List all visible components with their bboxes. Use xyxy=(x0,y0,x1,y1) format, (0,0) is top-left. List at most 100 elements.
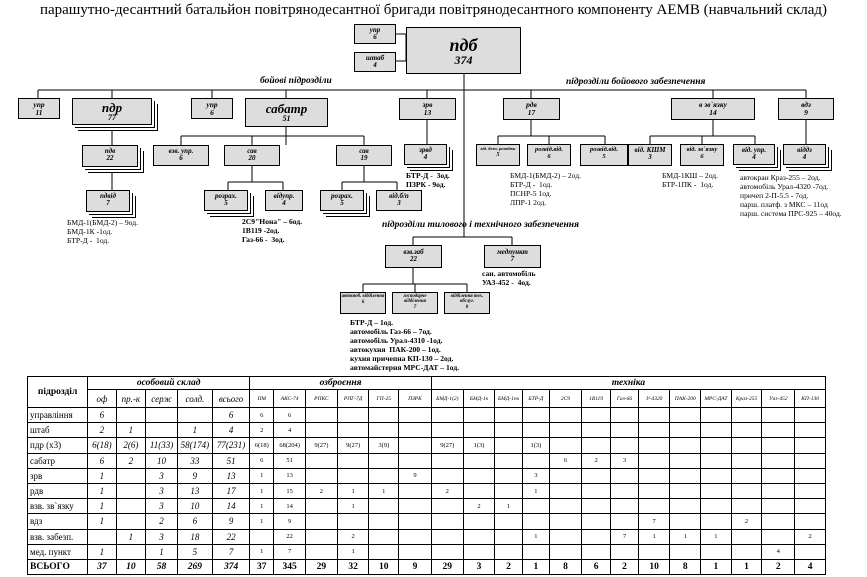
table-cell xyxy=(462,543,496,560)
column-header: БМД-1(2) xyxy=(430,389,464,408)
table-cell: 1 xyxy=(87,467,117,484)
table-cell xyxy=(761,498,796,515)
table-cell xyxy=(494,482,523,500)
note-vdz: автокран Краз-255 – 2од. автомобіль Урал… xyxy=(740,173,842,218)
table-cell xyxy=(669,467,702,484)
table-cell xyxy=(794,422,826,439)
table-cell xyxy=(462,528,496,545)
table-cell: 9(27) xyxy=(336,437,370,454)
table-cell xyxy=(610,437,639,454)
table-cell: 269 xyxy=(176,558,213,576)
column-header: всього xyxy=(211,389,251,408)
table-cell xyxy=(115,406,147,424)
note-med: сан. автомобіль УАЗ-452 - 4од. xyxy=(482,269,536,287)
table-cell: 2 xyxy=(610,558,639,576)
table-cell xyxy=(700,437,732,454)
unit-tekh: відділення тех. обслуг.8 xyxy=(444,292,490,314)
row-label: мед. пункт xyxy=(26,543,89,560)
table-cell xyxy=(305,467,338,484)
table-cell: 77(231) xyxy=(211,437,251,454)
column-header: МРС-ДАТ xyxy=(700,389,732,408)
table-cell xyxy=(521,406,551,424)
table-cell: 6 xyxy=(87,452,117,469)
table-cell xyxy=(730,452,763,469)
staffing-table: підрозділ особовий склад озброєння техні… xyxy=(26,376,827,576)
table-cell xyxy=(249,528,275,545)
table-cell xyxy=(549,437,582,454)
column-header: БТР-Д xyxy=(521,389,551,408)
table-cell: 1 xyxy=(521,558,551,576)
table-cell xyxy=(580,528,612,545)
table-cell xyxy=(494,543,523,560)
table-cell xyxy=(398,498,432,515)
table-cell xyxy=(430,543,464,560)
table-cell: 4 xyxy=(761,543,796,560)
table-cell xyxy=(494,452,523,469)
table-cell: 9 xyxy=(398,558,432,576)
table-cell xyxy=(521,498,551,515)
table-cell: 3 xyxy=(145,498,178,515)
table-cell: 1 xyxy=(669,528,702,545)
table-cell: 1 xyxy=(87,543,117,560)
table-cell: 9(27) xyxy=(305,437,338,454)
table-cell: 1 xyxy=(115,422,147,439)
column-header: ПМ xyxy=(249,389,275,408)
table-cell xyxy=(700,452,732,469)
table-cell xyxy=(87,528,117,545)
table-cell xyxy=(761,513,796,530)
table-cell xyxy=(336,452,370,469)
table-cell xyxy=(730,498,763,515)
header-group-equipment: техніка xyxy=(430,376,827,390)
table-cell: 9 xyxy=(176,467,213,484)
table-cell xyxy=(610,422,639,439)
column-header: ПЗРК xyxy=(398,389,432,408)
table-cell: 33 xyxy=(176,452,213,469)
table-cell xyxy=(700,543,732,560)
section-combat: бойові підрозділи xyxy=(260,76,332,86)
table-cell xyxy=(637,498,671,515)
table-cell xyxy=(669,498,702,515)
table-cell xyxy=(794,452,826,469)
column-header: БМД-1к xyxy=(462,389,496,408)
table-cell: 68(204) xyxy=(273,437,307,454)
table-cell: 1 xyxy=(249,513,275,530)
table-cell xyxy=(494,513,523,530)
column-header: Уаз-452 xyxy=(761,389,796,408)
table-cell xyxy=(549,467,582,484)
table-cell xyxy=(430,513,464,530)
table-cell: 2 xyxy=(249,422,275,439)
table-cell xyxy=(761,467,796,484)
table-cell xyxy=(305,422,338,439)
row-label: штаб xyxy=(26,422,89,439)
table-cell: 22 xyxy=(211,528,251,545)
table-cell: 13 xyxy=(211,467,251,484)
table-cell xyxy=(549,513,582,530)
table-cell xyxy=(637,482,671,500)
column-header: Краз-255 xyxy=(730,389,763,408)
table-cell: 29 xyxy=(305,558,338,576)
table-cell: 1(3) xyxy=(462,437,496,454)
table-cell xyxy=(368,422,400,439)
page-title: парашутно-десантний батальйон повітрянод… xyxy=(39,2,828,18)
table-cell xyxy=(730,422,763,439)
table-cell xyxy=(115,498,147,515)
header-corner: підрозділ xyxy=(26,376,89,408)
table-cell: 1 xyxy=(145,543,178,560)
table-cell: 11(33) xyxy=(145,437,178,454)
table-cell xyxy=(761,528,796,545)
table-cell xyxy=(462,482,496,500)
